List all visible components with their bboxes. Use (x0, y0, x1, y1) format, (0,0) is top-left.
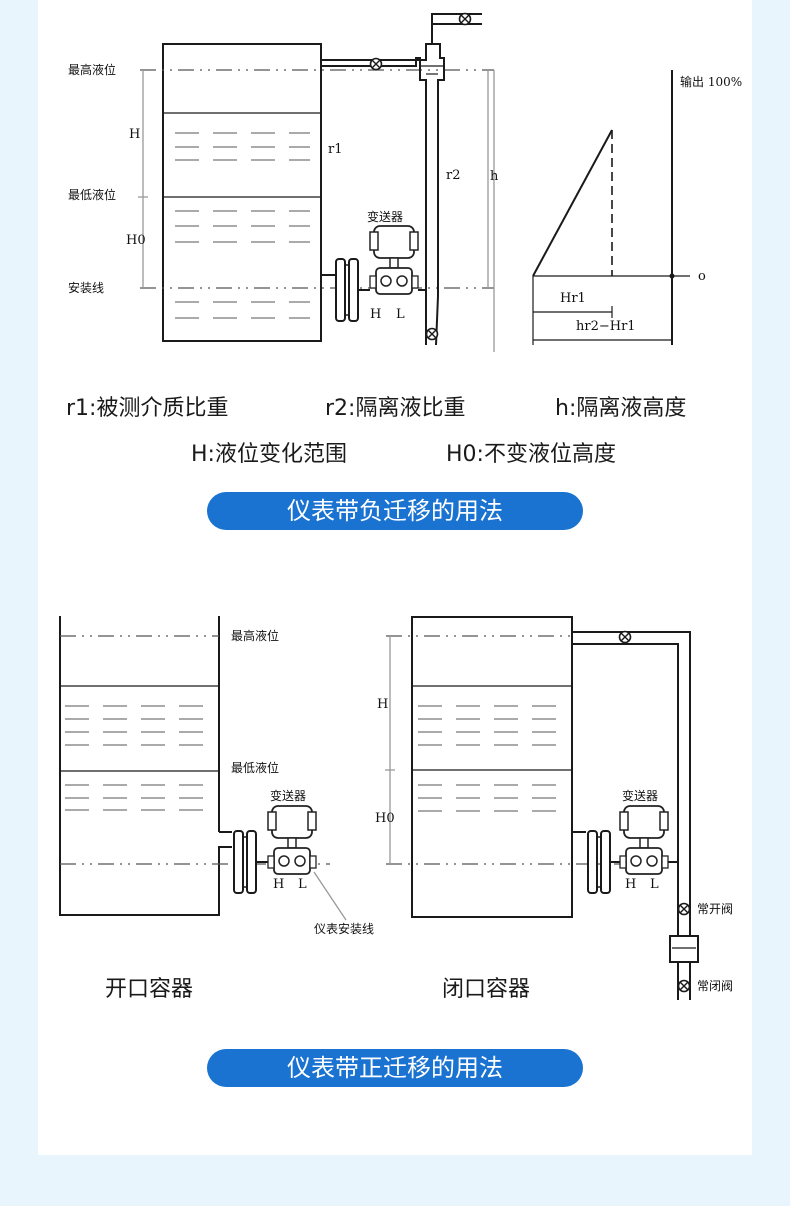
tank-1 (162, 43, 322, 342)
caption-closed: 闭口容器 (442, 977, 530, 1002)
label-max-level: 最高液位 (68, 62, 116, 77)
label-transmitter: 变送器 (367, 209, 403, 224)
valve-top-1 (369, 57, 383, 71)
label-Hr1: Hr1 (560, 291, 586, 306)
open-vessel-diagram: 最高液位 最低液位 变送器 H L 仪表安装线 开口容器 (59, 616, 374, 1002)
flange-open (233, 830, 257, 894)
transmitter-1 (369, 225, 419, 295)
legend-h: h:隔离液高度 (555, 396, 686, 421)
open-port-L: L (298, 877, 307, 892)
caption-open: 开口容器 (105, 977, 193, 1002)
positive-migration-button[interactable]: 仪表带正迁移的用法 (207, 1049, 583, 1087)
flange-1 (335, 258, 359, 322)
legend-r1: r1:被测介质比重 (66, 396, 228, 421)
closed-label-H: H (377, 697, 388, 712)
label-r1: r1 (328, 142, 343, 157)
closed-valve-normally-closed (677, 979, 691, 993)
valve-bottom (425, 327, 439, 341)
label-output: 输出 100% (680, 74, 742, 89)
open-label-install-line: 仪表安装线 (314, 921, 374, 936)
valve-top-2 (458, 12, 472, 26)
closed-valve-top (618, 630, 632, 644)
negative-migration-diagram: 最高液位 H 最低液位 H0 安装线 r1 r2 h 变送器 H L 输出 10… (68, 12, 742, 352)
closed-label-normally-closed: 常闭阀 (697, 979, 733, 993)
transmitter-open (267, 805, 317, 875)
label-h: h (490, 169, 499, 184)
open-label-max-level: 最高液位 (231, 628, 279, 643)
label-hr2-Hr1: hr2−Hr1 (576, 319, 636, 334)
open-port-H: H (273, 877, 284, 892)
label-install-line: 安装线 (68, 280, 104, 295)
label-port-H: H (370, 307, 381, 322)
closed-label-normally-open: 常开阀 (697, 902, 733, 916)
closed-label-transmitter: 变送器 (622, 788, 658, 803)
open-label-min-level: 最低液位 (231, 760, 279, 775)
closed-port-L: L (650, 877, 659, 892)
legend-H: H:液位变化范围 (191, 442, 347, 467)
legend-H0: H0:不变液位高度 (446, 442, 616, 467)
legend-r2: r2:隔离液比重 (325, 396, 465, 421)
closed-port-H: H (625, 877, 636, 892)
label-zero: o (698, 269, 706, 284)
label-H: H (129, 127, 140, 142)
closed-valve-normally-open (677, 902, 691, 916)
open-label-transmitter: 变送器 (270, 788, 306, 803)
label-H0: H0 (126, 233, 146, 248)
content-panel (38, 0, 752, 1155)
negative-migration-button[interactable]: 仪表带负迁移的用法 (207, 492, 583, 530)
closed-label-H0: H0 (375, 811, 395, 826)
flange-closed (587, 830, 611, 894)
transmitter-closed (619, 805, 669, 875)
label-min-level: 最低液位 (68, 187, 116, 202)
label-r2: r2 (446, 168, 461, 183)
closed-vessel-diagram: H H0 变送器 H L 常开阀 常闭阀 闭口容器 (375, 616, 733, 1002)
label-port-L: L (396, 307, 405, 322)
